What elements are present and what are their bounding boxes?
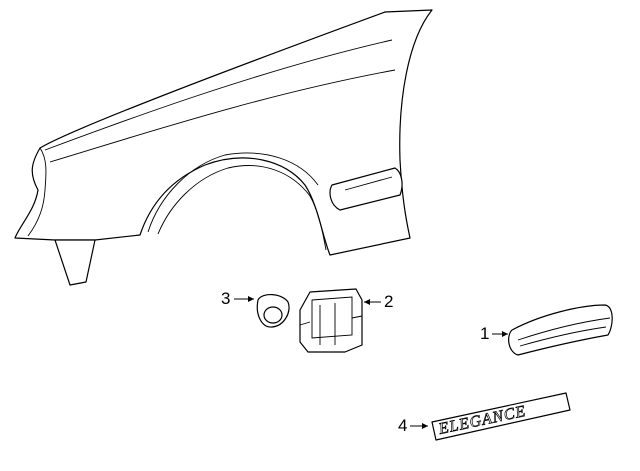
fender-body	[14, 9, 433, 256]
retainer-bracket	[299, 288, 363, 353]
fender-lower-flap	[54, 239, 96, 286]
fender-side-vent	[329, 167, 403, 211]
wheel-arch-inner	[147, 152, 319, 233]
badge-lettering: ELEGANCE	[436, 403, 527, 438]
side-marker-lamp	[256, 294, 290, 328]
callout-4-arrowhead	[422, 423, 428, 429]
callout-1-arrowhead	[502, 331, 508, 337]
fender-mid-crease	[49, 69, 396, 163]
emblem-badge: ELEGANCE	[431, 392, 571, 441]
callout-number-1: 1	[480, 324, 489, 343]
callout-number-3: 3	[221, 289, 230, 308]
headlight-edge	[27, 147, 47, 237]
callout-2: 2	[364, 292, 393, 311]
callout-3: 3	[221, 289, 254, 308]
fender-top-crease	[44, 39, 393, 151]
front-fender	[14, 9, 433, 286]
callout-3-arrowhead	[248, 296, 254, 302]
wheel-arch-lip	[157, 165, 327, 251]
callout-4: 4	[398, 416, 428, 435]
callout-number-2: 2	[384, 292, 393, 311]
fender-vent-inner	[344, 176, 393, 191]
callout-2-arrowhead	[364, 299, 370, 305]
callout-1: 1	[480, 324, 508, 343]
callout-number-4: 4	[398, 416, 407, 435]
fender-molding	[508, 304, 613, 356]
lamp-lens	[263, 306, 283, 324]
